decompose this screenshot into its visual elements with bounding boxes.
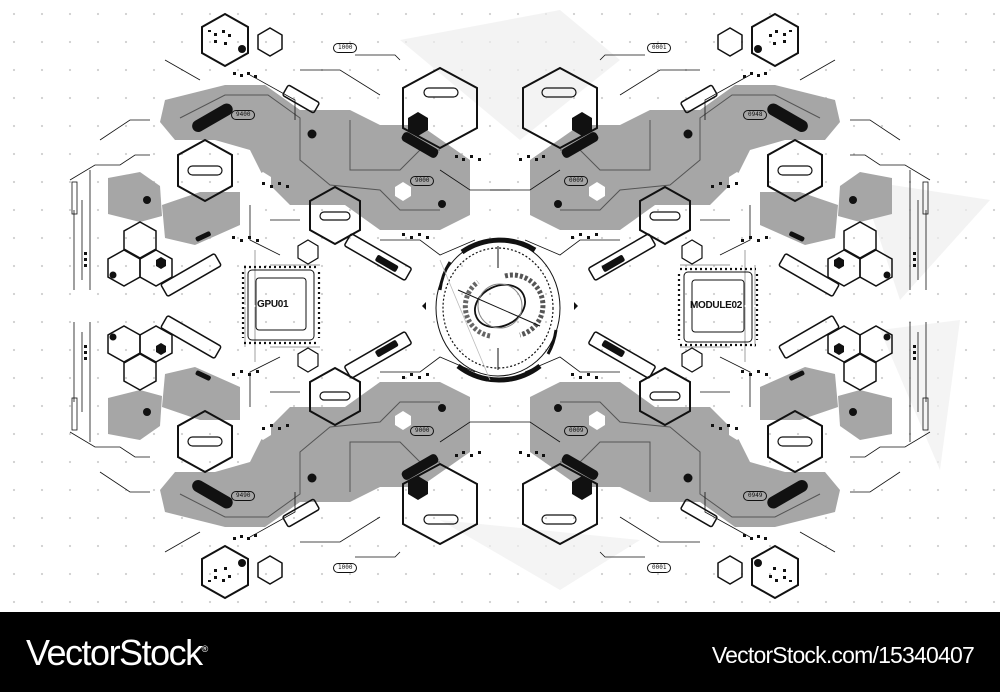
tag-label: 9000 [410, 176, 435, 186]
tag-label: 1000 [333, 563, 358, 573]
tag-label: 9400 [231, 110, 256, 120]
hud-illustration: GPU01 MODULE02 9400 0948 9000 0009 9000 … [0, 0, 1000, 612]
brand-logo: VectorStock® [26, 632, 209, 674]
center-globe [422, 237, 578, 383]
chip-gpu01 [241, 265, 321, 345]
tag-label: 0949 [743, 491, 768, 501]
tag-label: 0009 [564, 426, 589, 436]
hud-artwork [0, 0, 1000, 612]
tag-label: 0009 [564, 176, 589, 186]
watermark-footer: VectorStock® VectorStock.com/15340407 [0, 612, 1000, 692]
brand-name: VectorStock [26, 632, 203, 673]
tag-label: 9490 [231, 491, 256, 501]
registered-mark: ® [201, 644, 209, 654]
tag-label: 0001 [647, 563, 672, 573]
chip-label-gpu01: GPU01 [257, 299, 289, 310]
tag-label: 0948 [743, 110, 768, 120]
tag-label: 9000 [410, 426, 435, 436]
chip-label-module02: MODULE02 [690, 300, 743, 311]
tag-label: 0001 [647, 43, 672, 53]
image-url: VectorStock.com/15340407 [711, 642, 975, 668]
chip-module02 [677, 267, 759, 347]
tag-label: 1000 [333, 43, 358, 53]
